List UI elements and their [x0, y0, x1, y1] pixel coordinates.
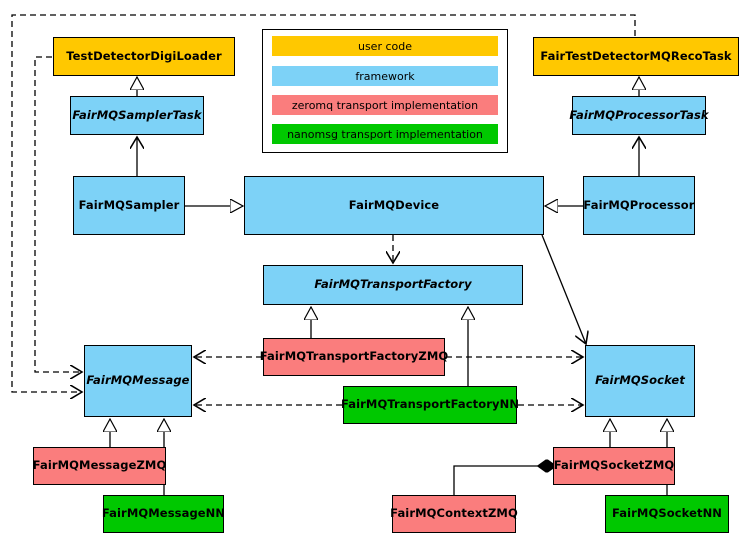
- legend-row-zeromq: zeromq transport implementation: [272, 95, 498, 115]
- class-node-fairmqmessagezmq[interactable]: FairMQMessageZMQ: [33, 447, 166, 485]
- class-node-fairmqprocessor[interactable]: FairMQProcessor: [583, 176, 695, 235]
- legend-label-user-code: user code: [357, 39, 413, 53]
- class-node-fairmqsocketnn[interactable]: FairMQSocketNN: [605, 495, 729, 533]
- legend-row-user-code: user code: [272, 36, 498, 56]
- edge-contextzmq-to-socketzmq: [453, 466, 539, 495]
- class-node-fairmqprocessortask[interactable]: FairMQProcessorTask: [569, 96, 709, 135]
- edge-device-to-socket: [541, 234, 586, 344]
- legend-row-framework: framework: [272, 66, 498, 86]
- class-node-testdetectordigiloader[interactable]: TestDetectorDigiLoader: [53, 37, 235, 76]
- legend-row-nanomsg: nanomsg transport implementation: [272, 124, 498, 144]
- class-node-fairmqcontextzmq[interactable]: FairMQContextZMQ: [390, 495, 518, 533]
- class-node-fairmqdevice[interactable]: FairMQDevice: [244, 176, 544, 235]
- class-node-fairmqtransportfactoryzmq[interactable]: FairMQTransportFactoryZMQ: [260, 338, 448, 376]
- class-node-fairtestdetectormqrecotask[interactable]: FairTestDetectorMQRecoTask: [533, 37, 739, 76]
- legend-label-nanomsg: nanomsg transport implementation: [287, 127, 483, 141]
- class-node-fairmqmessage[interactable]: FairMQMessage: [84, 345, 192, 417]
- class-node-fairmqsampler[interactable]: FairMQSampler: [73, 176, 185, 235]
- legend-label-framework: framework: [355, 69, 415, 83]
- legend-label-zeromq: zeromq transport implementation: [291, 98, 479, 112]
- class-node-fairmqtransportfactorynn[interactable]: FairMQTransportFactoryNN: [341, 386, 519, 424]
- class-node-fairmqtransportfactory[interactable]: FairMQTransportFactory: [263, 265, 523, 305]
- class-node-fairmqmessagenn[interactable]: FairMQMessageNN: [102, 495, 225, 533]
- class-node-fairmqsocketzmq[interactable]: FairMQSocketZMQ: [553, 447, 675, 485]
- class-node-fairmqsamplertask[interactable]: FairMQSamplerTask: [70, 96, 204, 135]
- class-node-fairmqsocket[interactable]: FairMQSocket: [585, 345, 695, 417]
